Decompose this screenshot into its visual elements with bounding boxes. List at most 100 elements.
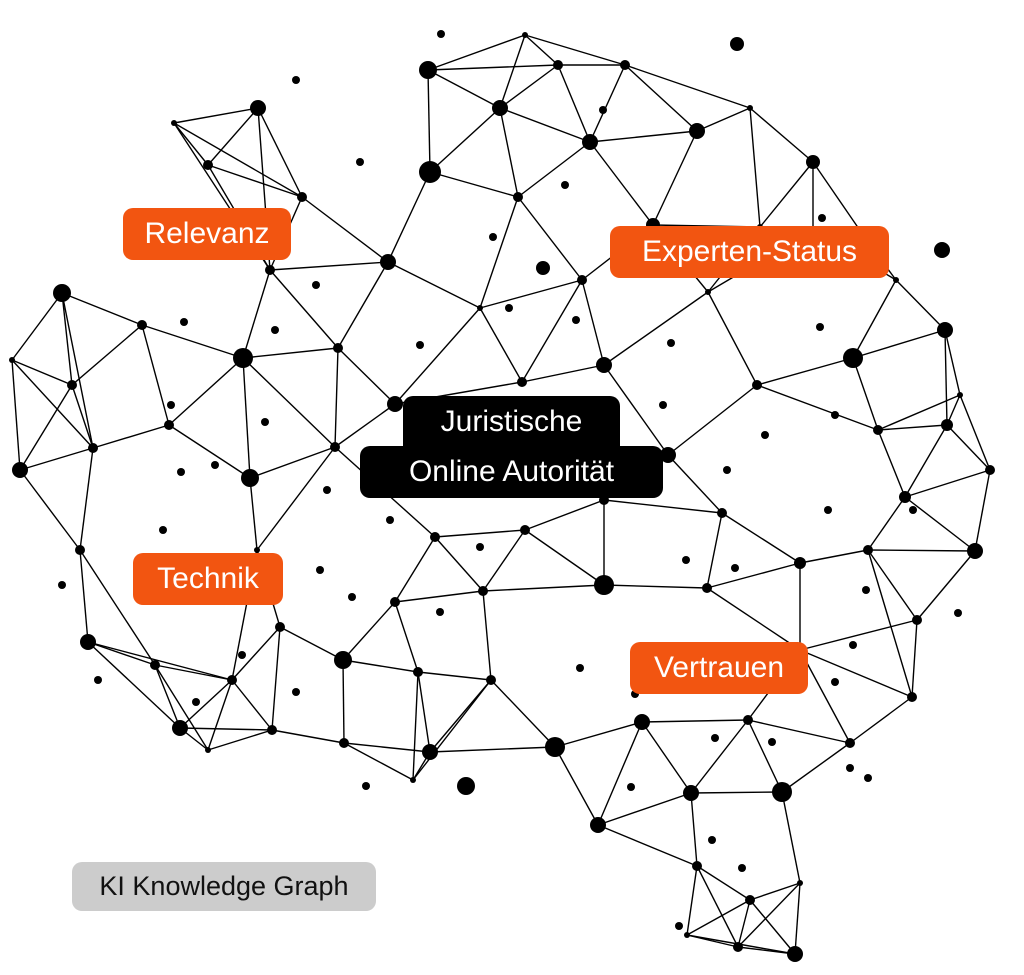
- network-node: [596, 357, 612, 373]
- network-edge: [589, 64, 626, 143]
- network-edge: [756, 384, 879, 431]
- network-node: [94, 676, 102, 684]
- network-edge: [417, 671, 431, 753]
- network-node: [985, 465, 995, 475]
- network-node: [292, 688, 300, 696]
- network-node: [711, 734, 719, 742]
- network-node: [806, 155, 820, 169]
- network-node: [88, 443, 98, 453]
- network-edge: [337, 347, 396, 405]
- network-node: [517, 377, 527, 387]
- network-node: [137, 320, 147, 330]
- network-node: [705, 289, 711, 295]
- network-edge: [412, 679, 492, 781]
- network-edge: [867, 549, 976, 552]
- network-node: [752, 380, 762, 390]
- network-edge: [141, 324, 170, 426]
- network-edge: [554, 721, 643, 748]
- network-node: [513, 192, 523, 202]
- network-node: [238, 651, 246, 659]
- network-node: [831, 678, 839, 686]
- network-node: [410, 777, 416, 783]
- network-edge: [87, 641, 181, 729]
- network-edge: [173, 122, 209, 166]
- network-edge: [343, 742, 431, 753]
- label-technik: Technik: [133, 553, 283, 605]
- network-node: [772, 782, 792, 802]
- network-node: [738, 864, 746, 872]
- network-node: [390, 597, 400, 607]
- network-edge: [19, 469, 81, 551]
- label-experten-status: Experten-Status: [610, 226, 889, 278]
- network-edge: [852, 279, 897, 359]
- network-edge: [781, 791, 801, 884]
- network-edge: [589, 141, 654, 226]
- network-edge: [269, 261, 389, 271]
- network-node: [745, 895, 755, 905]
- network-node: [437, 30, 445, 38]
- network-edge: [686, 899, 751, 936]
- network-node: [599, 106, 607, 114]
- network-edge: [521, 364, 605, 383]
- network-node: [684, 932, 690, 938]
- network-node: [67, 380, 77, 390]
- network-node: [233, 348, 253, 368]
- network-edge: [597, 721, 643, 826]
- network-edge: [242, 357, 336, 448]
- network-edge: [799, 549, 869, 564]
- network-edge: [168, 424, 251, 479]
- network-edge: [690, 719, 749, 794]
- network-node: [594, 575, 614, 595]
- network-node: [422, 744, 438, 760]
- network-edge: [867, 549, 918, 621]
- network-node: [159, 526, 167, 534]
- network-node: [419, 61, 437, 79]
- network-node: [717, 508, 727, 518]
- network-node: [75, 545, 85, 555]
- network-edge: [603, 499, 723, 514]
- network-node: [909, 506, 917, 514]
- network-edge: [19, 384, 73, 471]
- network-edge: [589, 130, 698, 143]
- label-center-line2: Online Autorität: [360, 446, 663, 498]
- network-node: [316, 566, 324, 574]
- network-edge: [71, 384, 94, 449]
- network-edge: [581, 279, 605, 366]
- network-edge: [521, 279, 583, 383]
- network-node: [430, 532, 440, 542]
- network-edge: [944, 329, 948, 426]
- network-edge: [597, 824, 698, 867]
- network-node: [893, 277, 899, 283]
- network-edge: [242, 357, 251, 479]
- network-node: [323, 486, 331, 494]
- network-edge: [524, 34, 559, 66]
- network-edge: [696, 107, 751, 132]
- network-node: [333, 343, 343, 353]
- network-edge: [387, 261, 481, 309]
- network-node: [831, 411, 839, 419]
- network-node: [761, 431, 769, 439]
- network-edge: [387, 171, 431, 263]
- network-edge: [429, 171, 519, 198]
- network-node: [241, 469, 259, 487]
- network-edge: [207, 164, 303, 198]
- network-edge: [257, 107, 303, 198]
- network-edge: [554, 746, 599, 826]
- network-edge: [877, 394, 961, 431]
- network-edge: [479, 196, 519, 309]
- network-node: [356, 158, 364, 166]
- network-node: [192, 698, 200, 706]
- network-edge: [482, 584, 605, 592]
- network-edge: [781, 742, 851, 793]
- network-edge: [904, 496, 976, 552]
- network-node: [659, 401, 667, 409]
- network-edge: [279, 626, 344, 661]
- network-node: [824, 506, 832, 514]
- network-node: [667, 339, 675, 347]
- network-edge: [690, 792, 698, 867]
- network-edge: [242, 269, 271, 359]
- network-edge: [429, 107, 501, 173]
- network-edge: [249, 477, 258, 551]
- network-node: [53, 284, 71, 302]
- network-node: [954, 609, 962, 617]
